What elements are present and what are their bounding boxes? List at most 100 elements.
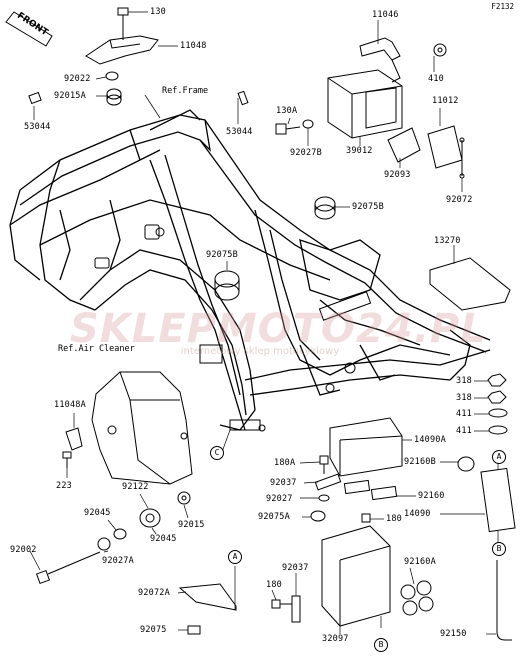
bolt-180-left [271, 599, 292, 609]
washer-411-b [488, 425, 508, 435]
bolt-180-right [361, 513, 371, 523]
pads-92160 [343, 479, 398, 501]
part-label: 180 [386, 514, 402, 524]
bracket-11048A [65, 427, 83, 451]
callout-a-bottom: A [228, 550, 242, 564]
part-label: 92075B [352, 202, 384, 212]
plate-13270 [429, 257, 511, 311]
bolt-130-top [117, 7, 129, 40]
part-label: 410 [428, 74, 444, 84]
strap-92037-bottom [291, 595, 301, 623]
washer-411-a [488, 408, 508, 418]
part-label: 92075B [206, 250, 238, 260]
cap-53044-left [28, 91, 42, 105]
bracket-92072A [178, 583, 237, 611]
main-frame [9, 109, 491, 431]
nut-318-b [487, 390, 507, 404]
front-arrow-icon [5, 11, 53, 47]
part-label: 14090A [414, 435, 446, 445]
part-label: 11046 [372, 10, 399, 20]
part-label: 32097 [322, 634, 349, 644]
part-label: 92027A [102, 556, 134, 566]
part-label: 92160B [404, 457, 436, 467]
callout-b-bottom: B [374, 638, 388, 652]
part-label: 92150 [440, 629, 467, 639]
air-cleaner-housing [91, 371, 193, 485]
clip-92075 [187, 625, 201, 635]
holder-11046 [359, 37, 401, 83]
part-label: 11012 [432, 96, 459, 106]
damper-92075B-right [314, 196, 336, 220]
figure-code: F2132 [491, 2, 514, 11]
part-label: 92072 [446, 195, 473, 205]
bolt-180A [319, 455, 329, 474]
part-label: 92015A [54, 91, 86, 101]
part-label: 92045 [150, 534, 177, 544]
box-14090A [329, 417, 403, 477]
bracket-14090 [480, 467, 516, 533]
part-label: 411 [456, 409, 472, 419]
part-label: 53044 [24, 122, 51, 132]
part-label: 13270 [434, 236, 461, 246]
part-label: 92015 [178, 520, 205, 530]
part-label: 180 [266, 580, 282, 590]
pad-92093 [387, 127, 421, 163]
part-label: 39012 [346, 146, 373, 156]
part-label: 92093 [384, 170, 411, 180]
part-label: 92037 [282, 563, 309, 573]
part-label: 11048 [180, 41, 207, 51]
part-label: 11048A [54, 400, 86, 410]
damper-92160B [457, 456, 475, 472]
callout-a-right: A [492, 450, 506, 464]
part-label: 14090 [404, 509, 431, 519]
part-label: 92027B [290, 148, 322, 158]
part-label: 92002 [10, 545, 37, 555]
part-label: 92072A [138, 588, 170, 598]
part-label: 92027 [266, 494, 293, 504]
part-label: 318 [456, 376, 472, 386]
part-label: 92122 [122, 482, 149, 492]
frame-brackets [94, 224, 372, 432]
washer-410 [433, 43, 447, 57]
part-label: 92075A [258, 512, 290, 522]
bush-92015 [177, 491, 191, 505]
bracket-11048 [85, 35, 159, 65]
case-32097 [321, 525, 391, 627]
callout-b-right: B [492, 542, 506, 556]
cap-53044-mid [237, 90, 249, 106]
collar-92045-left [113, 528, 127, 540]
part-label: 92160 [418, 491, 445, 501]
mount-92122 [139, 508, 161, 528]
callout-c: C [210, 446, 224, 460]
bolt-92002 [35, 551, 101, 585]
damper-92075B-center [214, 270, 240, 301]
rod-92150 [496, 560, 512, 641]
part-label: 92075 [140, 625, 167, 635]
ref-air-cleaner-label: Ref.Air Cleaner [58, 344, 135, 354]
nut-318-a [487, 373, 507, 387]
watermark-brand: SKLEPMOTO24.PL [70, 306, 487, 352]
collar-92022 [105, 71, 119, 81]
battery-case-39012 [327, 69, 403, 139]
screw-223 [62, 451, 72, 468]
leader-lines [29, 11, 499, 635]
part-label: 92160A [404, 557, 436, 567]
part-label: 92037 [270, 478, 297, 488]
collar-92045-right [97, 537, 111, 551]
pads-92160A [400, 580, 434, 616]
washer-92027 [318, 494, 330, 502]
part-label: 92022 [64, 74, 91, 84]
part-label: 180A [274, 458, 296, 468]
strap-92037-top [314, 473, 342, 491]
bush-92015A [106, 88, 122, 106]
bolt-130A [275, 123, 301, 135]
watermark-subtitle: internetowy sklep motocyklowy [180, 346, 340, 357]
part-label: 130 [150, 7, 166, 17]
part-label: 318 [456, 393, 472, 403]
ref-frame-label: Ref.Frame [162, 86, 209, 96]
cover-11012 [427, 125, 463, 169]
part-label: 223 [56, 481, 72, 491]
part-label: 53044 [226, 127, 253, 137]
rod-92072 [459, 137, 465, 179]
